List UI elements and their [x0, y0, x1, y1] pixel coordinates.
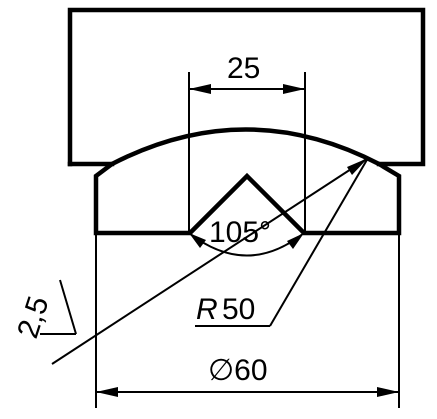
angle-dimension-label: 105° — [209, 216, 271, 249]
diameter-arrow-right — [377, 387, 399, 397]
radius-leader-line — [51, 157, 369, 365]
diameter-dimension-label: ∅60 — [208, 354, 268, 387]
angle-arrow-left — [189, 233, 206, 248]
width-arrow-right — [283, 84, 305, 94]
lower-part-outline — [93, 127, 402, 236]
width-arrow-left — [189, 84, 211, 94]
diameter-arrow-left — [96, 387, 118, 397]
radius-value: 50 — [222, 293, 255, 326]
width-dimension-label: 25 — [227, 52, 260, 85]
radius-leader-kink — [269, 157, 369, 327]
radius-arrow — [347, 158, 368, 175]
angle-arrow-right — [287, 233, 304, 249]
upper-block-outline — [67, 7, 426, 167]
radius-symbol: R — [196, 293, 218, 326]
chamfer-leader-line — [59, 279, 77, 335]
